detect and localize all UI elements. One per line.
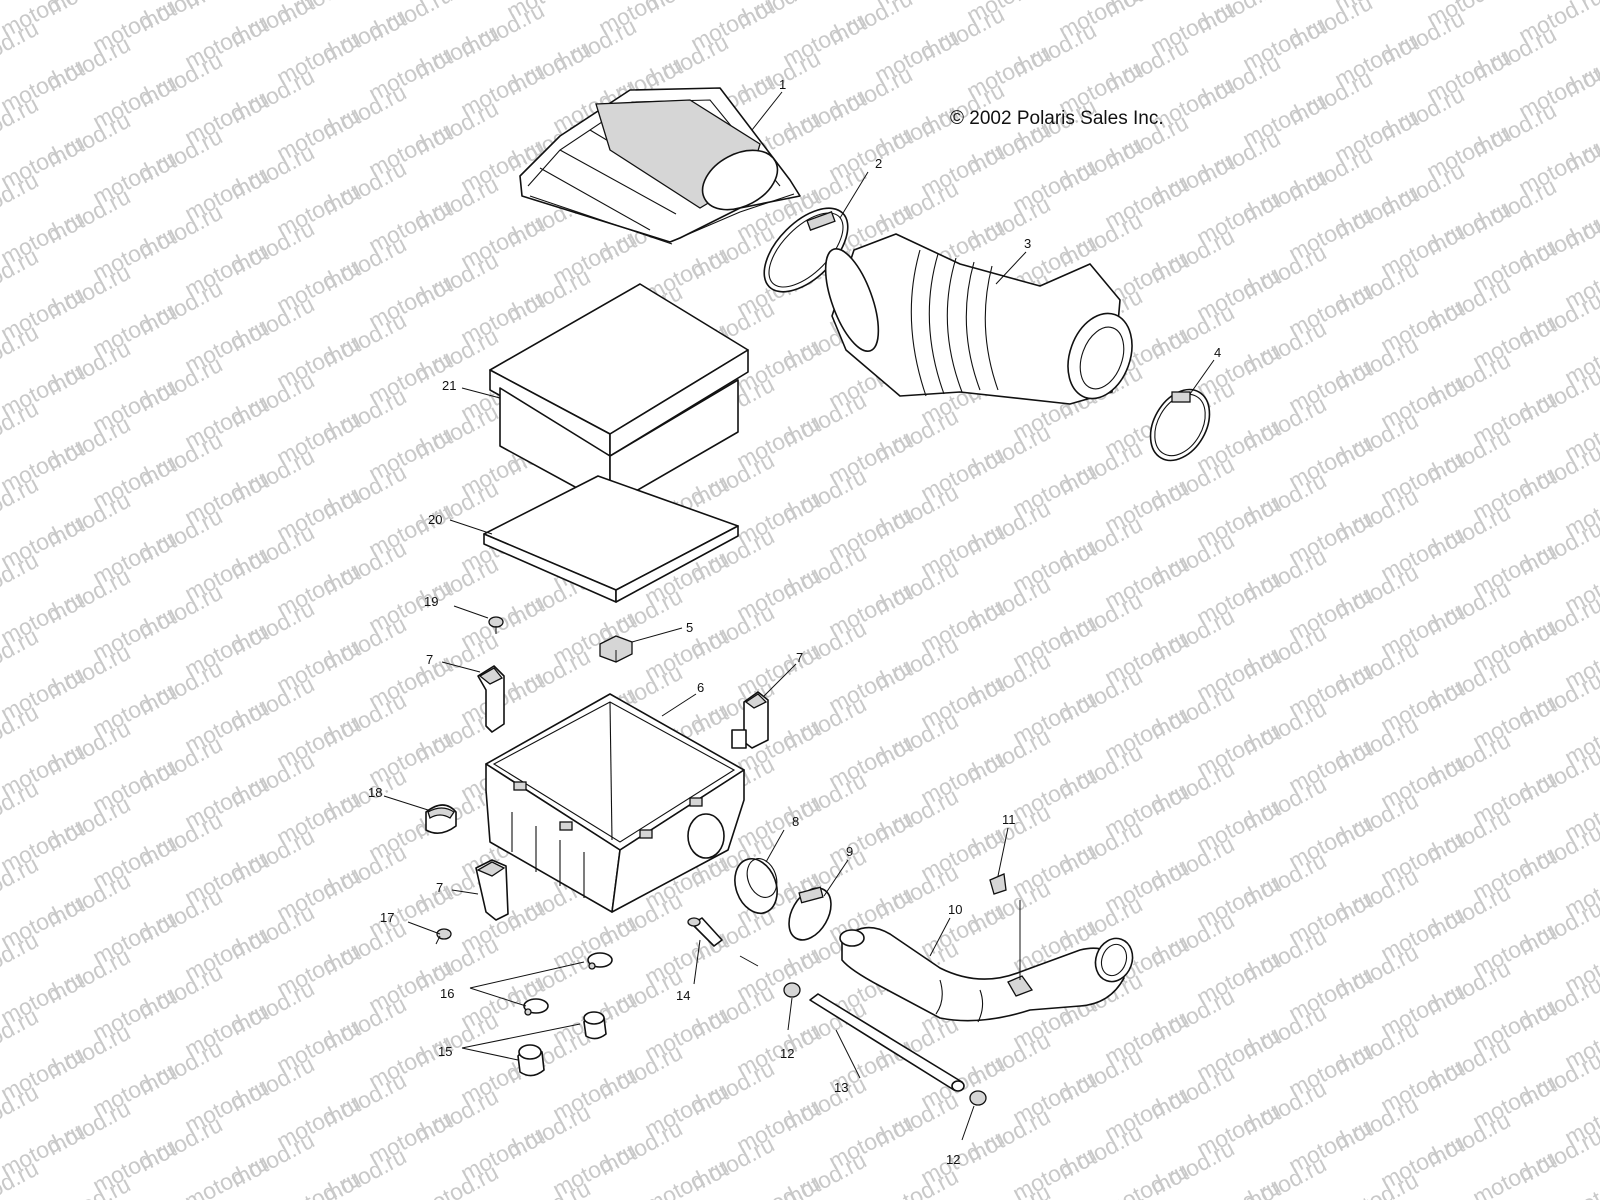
callout-12-lower: 12 (946, 1152, 960, 1167)
watermark-text: motod.ru (1100, 1157, 1192, 1200)
callout-15: 15 (438, 1044, 452, 1059)
callout-20: 20 (428, 512, 442, 527)
watermark-text: motod.ru (732, 1169, 824, 1200)
breather-hose (839, 900, 1134, 1023)
foam-block (599, 635, 633, 663)
small-clamp-12b (969, 1090, 987, 1106)
prefilter-pad (483, 475, 739, 603)
retaining-clip-7b (731, 691, 769, 749)
callout-3: 3 (1024, 236, 1031, 251)
callout-2: 2 (875, 156, 882, 171)
watermark-text: motod.ru (640, 1153, 732, 1200)
callout-4: 4 (1214, 345, 1221, 360)
callout-11: 11 (1002, 812, 1016, 827)
callout-labels: 1 2 3 4 5 6 7 7 7 8 9 10 11 12 12 13 14 … (368, 77, 1221, 1167)
callout-14: 14 (676, 988, 690, 1003)
callout-12-upper: 12 (780, 1046, 794, 1061)
watermark-text: motod.ru (962, 1179, 1054, 1200)
watermark-text: motod.ru (1192, 1173, 1284, 1200)
screw-17 (435, 928, 452, 945)
intake-boot (824, 233, 1133, 405)
leader-lines (383, 91, 1215, 1141)
callout-7-left: 7 (426, 652, 433, 667)
callout-9: 9 (846, 844, 853, 859)
airbox-cover (519, 87, 801, 245)
screw-11 (989, 873, 1007, 895)
hose-clamp-4 (1149, 388, 1211, 462)
airbox-base (485, 693, 745, 913)
hose-clamp-9 (788, 886, 832, 941)
callout-10: 10 (948, 902, 962, 917)
callout-6: 6 (697, 680, 704, 695)
drain-fitting (687, 917, 759, 967)
small-clamp-12a (783, 982, 801, 998)
callout-13: 13 (834, 1080, 848, 1095)
retaining-clip-7a (477, 665, 505, 733)
callout-7-lower: 7 (436, 880, 443, 895)
callout-17: 17 (380, 910, 394, 925)
screw-19 (488, 616, 504, 634)
callout-5: 5 (686, 620, 693, 635)
callout-18: 18 (368, 785, 382, 800)
callout-1: 1 (779, 77, 786, 92)
callout-19: 19 (424, 594, 438, 609)
clip-18 (425, 804, 457, 834)
callout-16: 16 (440, 986, 454, 1001)
air-filter-element (489, 283, 749, 507)
callout-8: 8 (792, 814, 799, 829)
callout-21: 21 (442, 378, 456, 393)
grommet-8 (734, 858, 778, 914)
watermark-text: motod.ru (272, 1165, 364, 1200)
watermark-text: motod.ru (1468, 1145, 1560, 1200)
callout-7-right: 7 (796, 650, 803, 665)
plug-caps-15 (517, 1011, 607, 1077)
wire-clamps-16 (523, 952, 613, 1016)
copyright-text: © 2002 Polaris Sales Inc. (950, 108, 1164, 129)
retaining-clip-7c (475, 859, 509, 921)
watermark-text: motod.ru (180, 1149, 272, 1200)
drain-tube (809, 993, 965, 1092)
